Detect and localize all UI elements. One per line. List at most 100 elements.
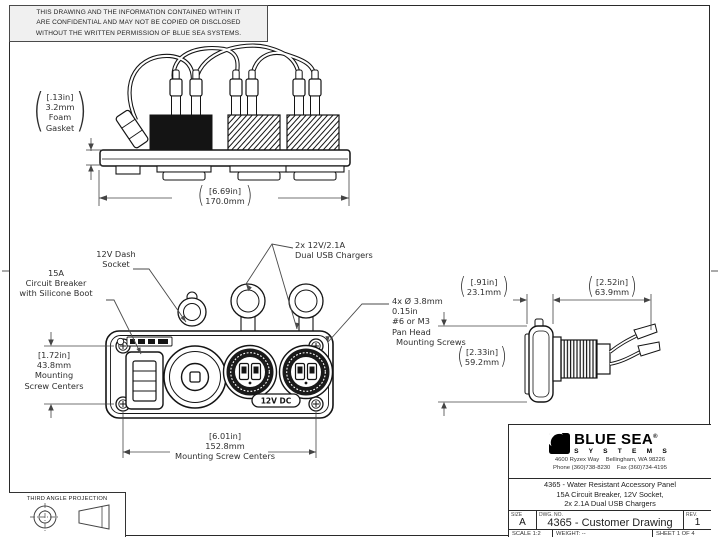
paren-close: ) [502,272,509,300]
registered-mark: ® [653,433,658,440]
dim-text: Foam [48,112,72,123]
wire-bundle-inner [128,44,317,121]
brand-name: BLUE SEA® [574,430,658,448]
size-label: SIZE [511,512,523,518]
ratings-strip [116,336,173,347]
usb-cap-1 [230,283,266,336]
threaded-barrel [560,339,598,379]
blue-sea-logo-icon [549,433,571,455]
usb-cap-2 [288,283,324,336]
wire-plug [115,109,149,149]
label-text: Socket [102,259,130,270]
dim-overall-width: ( [6.69in] 170.0mm ) [176,181,274,209]
dim-text: [6.69in] [208,186,242,196]
dim-text: 3.2mm [45,102,75,113]
description-line: 4365 - Water Resistant Accessory Panel [544,479,676,489]
paren-open: ( [32,85,45,138]
top-view [86,43,351,206]
usb-body-2 [286,114,340,152]
weight-cell: WEIGHT: -- [553,530,653,537]
paren-open: ( [459,272,466,300]
socket-body [149,114,213,152]
size-cell: SIZE A [509,511,537,529]
dim-text: [2.52in] [595,277,629,287]
dwg-no-cell: DWG. NO. 4365 - Customer Drawing [537,511,684,529]
wire-terminals [169,69,322,117]
dim-overall-width-lines [98,170,350,206]
label-text: Dual USB Chargers [295,250,373,261]
label-mounting-screws: 4x Ø 3.8mm 0.15in #6 or M3 Pan Head Moun… [392,296,492,347]
brand-subname: S Y S T E M S [574,447,671,455]
projection-title: THIRD ANGLE PROJECTION [26,496,108,502]
dim-text: 170.0mm [205,196,245,207]
front-view: 12V DC [44,243,389,458]
label-text: 4x Ø 3.8mm [392,296,443,306]
label-text: 12V Dash [96,249,136,259]
description-line: 2x 2.1A Dual USB Chargers [564,499,656,509]
notice-line: WITHOUT THE WRITTEN PERMISSION OF BLUE S… [35,29,242,37]
title-block: BLUE SEA® S Y S T E M S 4600 Ryzex Way B… [508,424,711,537]
barrel-flange [552,336,562,382]
dim-text: [6.01in] [208,431,242,441]
dim-text: 43.8mm [36,360,72,371]
usb-body-1 [227,114,281,152]
component-bodies [149,114,340,152]
side-view [438,294,661,416]
circuit-breaker [125,351,164,410]
label-circuit-breaker: 15A Circuit Breaker with Silicone Boot [4,268,108,299]
projection-box: THIRD ANGLE PROJECTION [9,492,126,537]
screw-bottom-right [308,396,324,412]
dim-text: Screw Centers [24,380,84,391]
panel-badge: 12V DC [251,393,301,408]
dim-overall-depth: ( [2.52in] 63.9mm ) [576,272,648,300]
dim-text: [.91in] [470,277,498,287]
dim-screw-centers-h [122,412,317,458]
paren-close: ) [245,181,253,209]
usb-charger-1 [222,344,278,400]
usb-ring-text [230,352,270,392]
barrel-end [596,343,611,375]
rev-cell: REV. 1 [684,511,711,529]
rev-label: REV. [686,512,698,518]
dim-text: 152.8mm [205,441,245,452]
brand-address: 4600 Ryzex Way Bellingham, WA 98226 [554,456,666,463]
label-text: Pan Head [392,326,431,337]
label-text: 0.15in [392,306,418,317]
dim-text: Gasket [45,122,75,133]
dim-panel-depth: ( [.91in] 23.1mm ) [455,272,513,300]
sheet-border [9,5,710,536]
dim-text: Mounting Screw Centers [175,451,275,462]
label-dash-socket: 12V Dash Socket [84,249,148,269]
sheet-cell: SHEET 1 OF 4 [656,530,695,537]
label-usb-chargers: 2x 12V/2.1A Dual USB Chargers [295,240,407,260]
dim-text: [2.33in] [465,347,499,357]
led-indicator [248,381,252,385]
label-text: 2x 12V/2.1A [295,240,346,250]
usb-charger-2 [278,344,334,400]
notice-line: ARE CONFIDENTIAL AND MAY NOT BE COPIED O… [36,19,241,27]
badge-text: 12V DC [261,397,292,406]
confidentiality-note: THIS DRAWING AND THE INFORMATION CONTAIN… [9,5,268,42]
label-text: #6 or M3 [392,316,430,327]
dim-text: [1.72in] [37,350,71,360]
dim-text: [.13in] [46,92,74,102]
title-block-brand: BLUE SEA® S Y S T E M S 4600 Ryzex Way B… [509,425,711,479]
rev-value: 1 [694,517,701,528]
label-text: 15A [47,268,65,278]
paren-close: ) [500,342,507,370]
dim-text: Mounting [34,370,74,381]
dim-text: 63.9mm [594,287,630,298]
socket-cap [177,291,207,327]
panel-bar [99,149,351,167]
description-line: 15A Circuit Breaker, 12V Socket, [556,489,664,499]
label-text: Mounting Screws [396,336,466,347]
paren-open: ( [197,181,205,209]
dim-panel-height: ( [2.33in] 59.2mm ) [448,342,516,370]
side-wires [608,334,641,366]
paren-open: ( [587,272,594,300]
paren-close: ) [75,85,88,138]
led-indicator [304,381,308,385]
drawing-description: 4365 - Water Resistant Accessory Panel 1… [509,479,711,511]
